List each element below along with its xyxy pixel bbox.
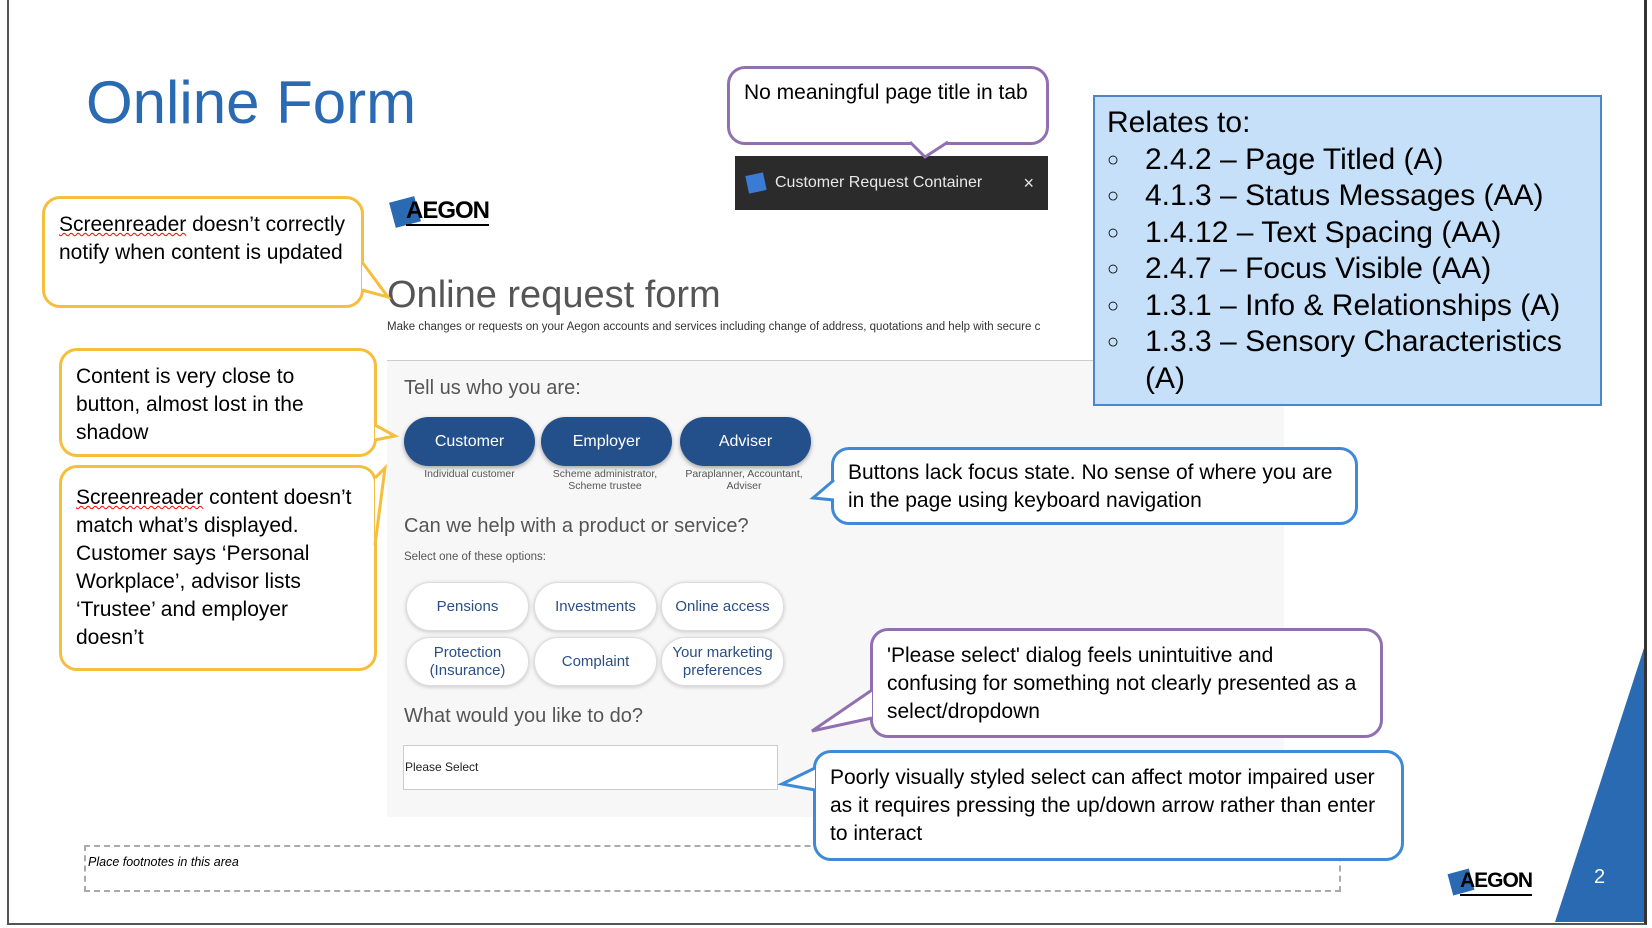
criterion-item: ○1.4.12 – Text Spacing (AA) [1107, 215, 1502, 249]
callout-notify: Screenreader doesn’t correctly notify wh… [42, 196, 364, 308]
form-description: Make changes or requests on your Aegon a… [387, 321, 1041, 333]
callout-tab-title: No meaningful page title in tab [727, 66, 1049, 145]
option-protection[interactable]: Protection (Insurance) [406, 637, 529, 686]
form-panel [387, 360, 1284, 817]
relates-heading: Relates to: [1107, 106, 1251, 139]
adviser-sublabel: Paraplanner, Accountant, Adviser [685, 468, 803, 492]
browser-tab[interactable]: Customer Request Container × [735, 156, 1048, 210]
callout-close-content: Content is very close to button, almost … [59, 348, 377, 457]
criterion-item: ○4.1.3 – Status Messages (AA) [1107, 179, 1544, 212]
help-label: Can we help with a product or service? [404, 515, 749, 537]
footnote-area: Place footnotes in this area [84, 845, 1341, 892]
callout-focus: Buttons lack focus state. No sense of wh… [831, 447, 1358, 525]
who-label: Tell us who you are: [404, 377, 581, 399]
callout-please-select: 'Please select' dialog feels unintuitive… [870, 628, 1383, 738]
aegon-footer-logo: AEGON [1447, 868, 1533, 896]
employer-sublabel: Scheme administrator, Scheme trustee [552, 468, 658, 492]
help-hint: Select one of these options: [404, 551, 546, 563]
relates-box: Relates to: ○2.4.2 – Page Titled (A) ○4.… [1093, 95, 1602, 406]
option-investments[interactable]: Investments [534, 582, 657, 631]
adviser-button[interactable]: Adviser [680, 417, 811, 466]
customer-button[interactable]: Customer [404, 417, 535, 466]
criterion-item: ○1.3.1 – Info & Relationships (A) [1107, 288, 1561, 322]
form-heading: Online request form [387, 274, 721, 316]
page-number: 2 [1594, 866, 1606, 888]
option-complaint[interactable]: Complaint [534, 637, 657, 686]
option-marketing-preferences[interactable]: Your marketing preferences [661, 637, 784, 686]
option-pensions[interactable]: Pensions [406, 582, 529, 631]
tab-title: Customer Request Container [775, 174, 983, 191]
callout-mismatch: Screenreader content doesn’t match what’… [59, 465, 377, 671]
option-online-access[interactable]: Online access [661, 582, 784, 631]
criterion-item: ○1.3.3 – Sensory Characteristics (A) [1107, 325, 1562, 395]
slide-title: Online Form [86, 69, 417, 136]
callout-select-style: Poorly visually styled select can affect… [813, 750, 1404, 861]
aegon-logo: AEGON [389, 196, 490, 228]
close-icon[interactable]: × [1023, 172, 1034, 193]
criterion-item: ○2.4.7 – Focus Visible (AA) [1107, 252, 1492, 285]
employer-button[interactable]: Employer [541, 417, 672, 466]
customer-sublabel: Individual customer [424, 468, 515, 480]
action-select[interactable]: Please Select [403, 745, 778, 790]
criterion-item: ○2.4.2 – Page Titled (A) [1107, 142, 1444, 176]
slide-frame [7, 0, 1647, 925]
do-label: What would you like to do? [404, 705, 644, 727]
